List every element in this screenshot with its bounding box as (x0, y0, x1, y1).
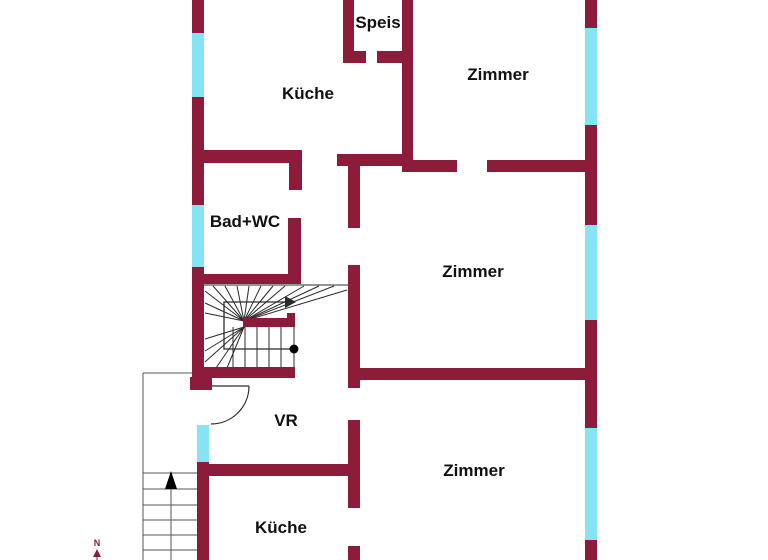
stair-winder-line (243, 285, 305, 322)
room-label-kueche-bottom: Küche (255, 518, 307, 537)
wall-segment-left-outer-b (192, 97, 204, 205)
wall-segment-zimmer-top-bottom (487, 160, 597, 172)
room-label-zimmer-top: Zimmer (467, 65, 529, 84)
wall-segment-stair-landing-bar (243, 318, 295, 327)
window-segment-right-window-1 (585, 28, 597, 125)
room-label-zimmer-bottom: Zimmer (443, 461, 505, 480)
wall-segment-zimmer-bot-left-b (348, 546, 360, 560)
room-label-bad-wc: Bad+WC (209, 212, 281, 231)
wall-segment-right-outer-a (585, 0, 597, 28)
stair-winder-line (243, 285, 262, 322)
wall-segment-left-outer-c (192, 267, 204, 377)
wall-segment-zimmer-mid-left-b (348, 265, 360, 388)
window-segment-right-window-2 (585, 225, 597, 320)
wall-segment-kueche-zimmer-divider (402, 0, 413, 166)
outdoor-stair-arrowhead-icon (165, 471, 177, 489)
wall-segment-zimmer-mid-left-a (348, 155, 360, 228)
stair-winder-line (243, 285, 250, 322)
wall-segment-hall-kueche-wall-b (402, 160, 457, 172)
stair-direction-arrowhead-icon (285, 296, 296, 308)
wall-segment-vr-bottom (197, 464, 360, 476)
stair-winder-line (226, 326, 245, 369)
wall-segment-speis-bottom-right (377, 51, 402, 63)
stair-winder-line (224, 285, 245, 322)
wall-segment-stair-top (204, 274, 301, 284)
wall-segment-badwc-right-stub (289, 163, 302, 190)
window-segment-left-window-1 (192, 33, 204, 97)
wall-segment-left-outer-a (192, 0, 204, 33)
entry-door-swing-arc (210, 385, 250, 425)
stair-winder-line (215, 326, 245, 369)
stair-walkline (223, 301, 294, 350)
stair-winder-line (212, 285, 245, 322)
window-segment-right-window-3 (585, 428, 597, 540)
north-arrowhead-icon (93, 549, 101, 557)
stair-winder-line (243, 289, 348, 322)
room-label-vr: VR (274, 411, 298, 430)
wall-segment-zimmer-mid-bottom (348, 368, 597, 380)
window-segment-left-window-2 (192, 205, 204, 267)
stair-winder-line (236, 285, 245, 322)
room-label-kueche-top: Küche (282, 84, 334, 103)
stair-walkline-start-dot (289, 344, 299, 354)
stair-winder-line (243, 285, 320, 322)
wall-segment-right-outer-d (585, 540, 597, 560)
wall-segment-stair-bottom (204, 367, 295, 378)
room-label-zimmer-middle: Zimmer (442, 262, 504, 281)
window-segment-entry-door-glass (197, 425, 209, 462)
wall-segment-speis-left (343, 0, 354, 62)
north-indicator-label: N (93, 538, 101, 548)
wall-segment-right-outer-b (585, 125, 597, 225)
stair-winder-line (243, 285, 286, 322)
wall-segment-speis-bottom-left (343, 51, 366, 63)
wall-segment-kueche-bottom-left (197, 462, 209, 560)
wall-segment-left-outer-end (190, 377, 212, 390)
wall-segment-badwc-top (204, 150, 302, 163)
wall-segment-badwc-right (288, 218, 301, 284)
stair-winder-line (243, 285, 274, 322)
room-label-speis: Speis (355, 13, 401, 32)
